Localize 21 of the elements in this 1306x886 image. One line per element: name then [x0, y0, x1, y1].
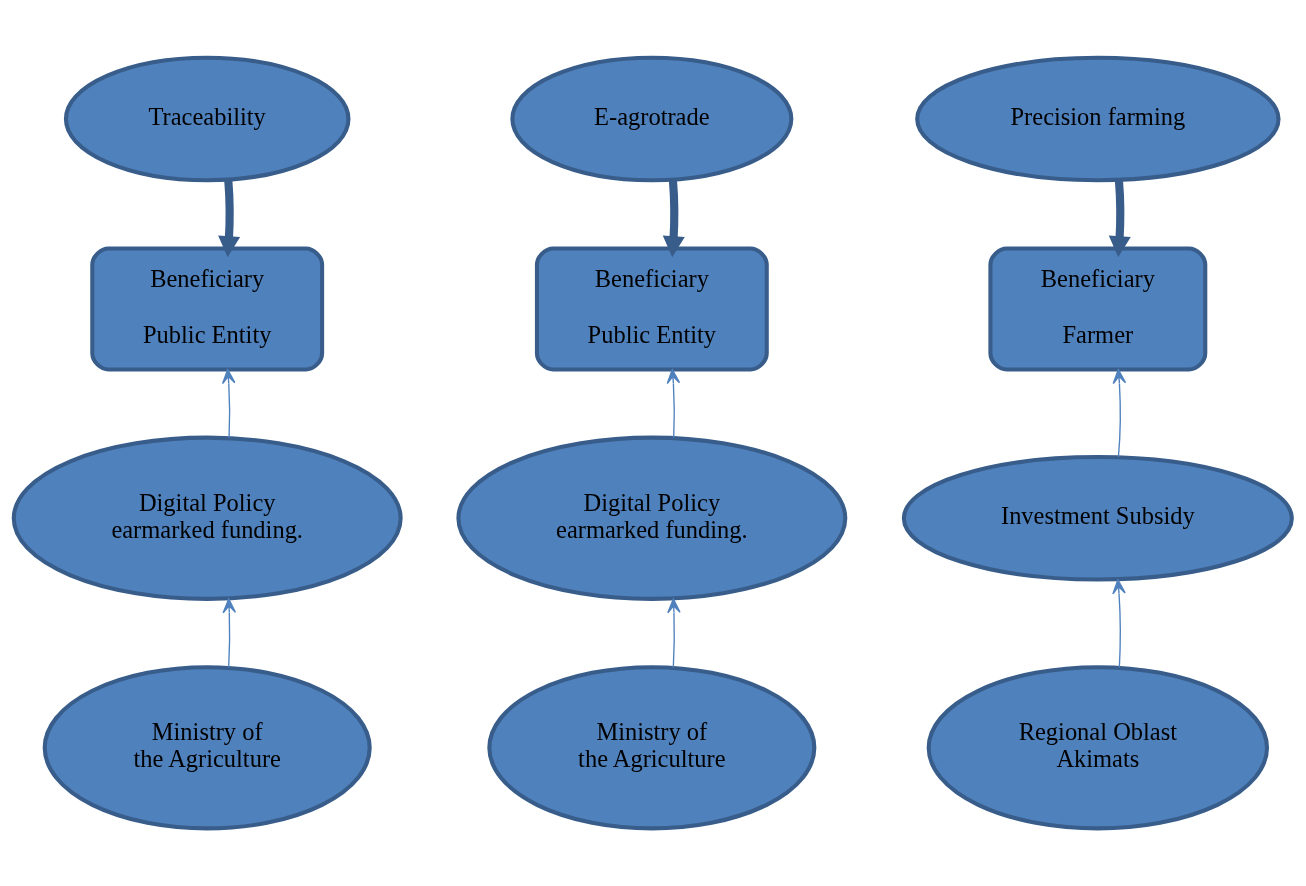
node-ellipse: Ministry of the Agriculture [487, 665, 817, 831]
node-box: Beneficiary Public Entity [534, 246, 769, 372]
node-box: Beneficiary Farmer [988, 246, 1208, 372]
arrow [1108, 179, 1131, 258]
node-ellipse: Regional Oblast Akimats [926, 665, 1270, 831]
arrow [1112, 579, 1126, 669]
arrow [1112, 368, 1127, 458]
node-box: Beneficiary Public Entity [90, 246, 325, 372]
arrow [222, 598, 237, 669]
node-ellipse: Traceability [63, 55, 351, 183]
arrow [662, 179, 685, 258]
arrow [666, 368, 681, 439]
node-ellipse: Digital Policy earmarked funding. [456, 435, 848, 601]
node-ellipse: Investment Subsidy [901, 455, 1294, 582]
node-ellipse: E-agrotrade [510, 55, 794, 183]
node-ellipse: Digital Policy earmarked funding. [11, 435, 403, 601]
node-ellipse: Ministry of the Agriculture [42, 665, 372, 831]
node-ellipse: Precision farming [915, 55, 1281, 183]
arrow [221, 368, 236, 439]
arrow [218, 179, 241, 258]
arrow [667, 598, 681, 669]
